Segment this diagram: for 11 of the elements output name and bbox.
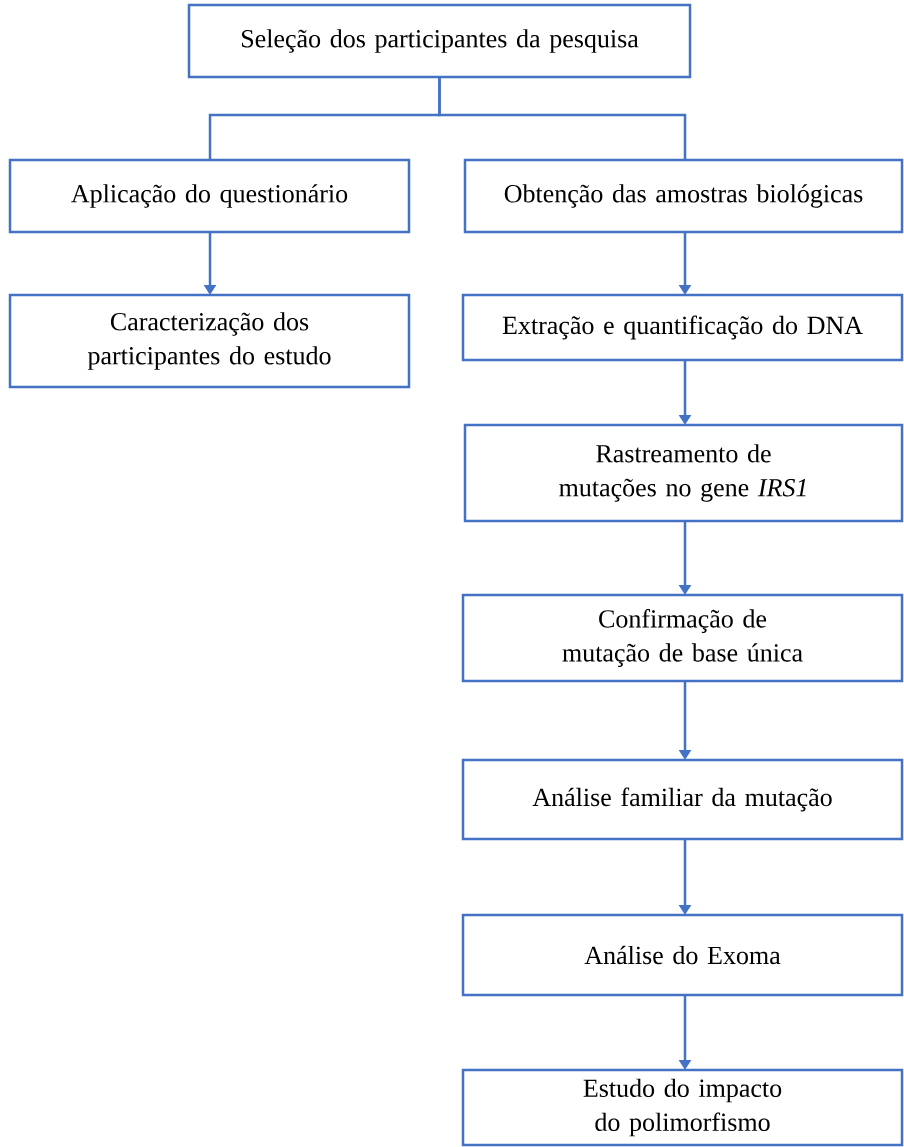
process-box: Extração e quantificação do DNA xyxy=(461,293,904,362)
process-box: Aplicação do questionário xyxy=(8,158,411,234)
process-box: Análise do Exoma xyxy=(461,913,904,997)
process-box: Seleção dos participantes da pesquisa xyxy=(187,3,692,79)
process-box: Obtenção das amostras biológicas xyxy=(463,158,904,234)
process-box: Confirmação de mutação de base única xyxy=(461,593,904,683)
process-box: Análise familiar da mutação xyxy=(461,758,904,841)
process-box: Rastreamento de mutações no gene IRS1 xyxy=(463,423,904,523)
process-box: Caracterização dos participantes do estudo xyxy=(8,293,411,389)
process-box: Estudo do impacto do polimorfismo xyxy=(461,1068,904,1147)
connector-line xyxy=(438,77,687,160)
